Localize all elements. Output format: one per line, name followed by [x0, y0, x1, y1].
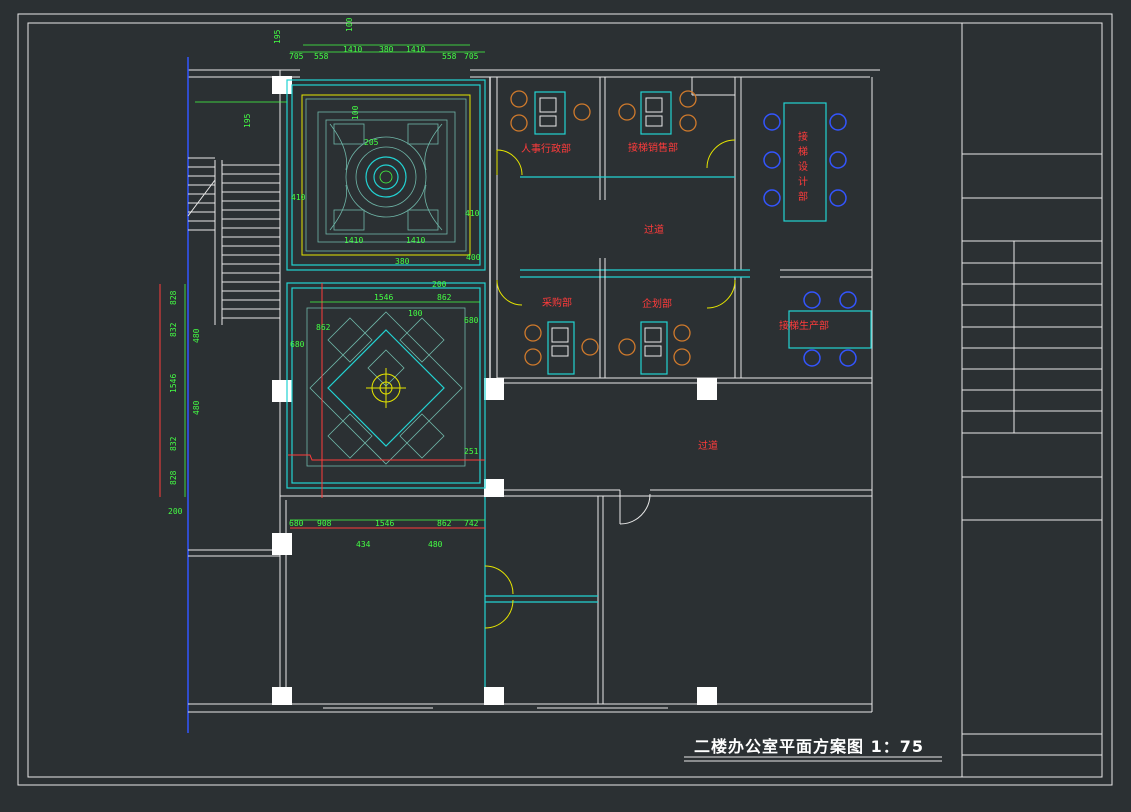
svg-text:1410: 1410: [406, 45, 425, 54]
svg-text:100: 100: [408, 309, 423, 318]
svg-text:680: 680: [464, 316, 479, 325]
svg-text:195: 195: [273, 29, 282, 44]
room-labels: 人事行政部 接梯销售部 过道 采购部 企划部 接梯生产部 过道 接梯设计部: [521, 130, 829, 452]
door-swings: [484, 139, 736, 629]
svg-text:380: 380: [395, 257, 410, 266]
svg-text:251: 251: [464, 447, 479, 456]
svg-text:832: 832: [169, 322, 178, 337]
furniture-purchase: [524, 321, 599, 375]
room-label-corridor-lower: 过道: [698, 439, 718, 452]
dimension-lines: [159, 44, 485, 529]
stair-treads: [188, 157, 280, 319]
furniture-planning: [618, 321, 691, 375]
svg-text:100: 100: [351, 105, 360, 120]
svg-text:200: 200: [168, 507, 183, 516]
svg-text:205: 205: [364, 138, 379, 147]
drawing-title-block: 二楼办公室平面方案图 1：75: [684, 737, 942, 762]
svg-text:434: 434: [356, 540, 371, 549]
building-walls: [187, 57, 880, 733]
svg-text:1410: 1410: [344, 236, 363, 245]
svg-text:1546: 1546: [375, 519, 394, 528]
interior-walls: [279, 70, 872, 704]
furniture-hr: [510, 90, 591, 135]
svg-text:705: 705: [289, 52, 304, 61]
structural-columns: [272, 76, 717, 705]
svg-text:832: 832: [169, 436, 178, 451]
room-label-corridor-upper: 过道: [644, 223, 664, 236]
svg-text:480: 480: [428, 540, 443, 549]
drawing-frame: [17, 13, 1113, 786]
svg-text:400: 400: [466, 253, 481, 262]
svg-text:1546: 1546: [374, 293, 393, 302]
room-label-hr-admin: 人事行政部: [521, 142, 571, 155]
svg-text:862: 862: [316, 323, 331, 332]
dimension-labels: 195 100 705 558 1410 380 1410 558 705 19…: [168, 17, 481, 549]
svg-text:100: 100: [345, 17, 354, 32]
svg-text:480: 480: [192, 328, 201, 343]
svg-text:828: 828: [169, 290, 178, 305]
svg-text:195: 195: [243, 113, 252, 128]
svg-text:380: 380: [379, 45, 394, 54]
room-label-purchase: 采购部: [542, 296, 572, 309]
svg-text:862: 862: [437, 293, 452, 302]
title-block: [962, 153, 1102, 756]
svg-text:1410: 1410: [343, 45, 362, 54]
svg-text:705: 705: [464, 52, 479, 61]
svg-text:200: 200: [432, 280, 447, 289]
svg-text:680: 680: [289, 519, 304, 528]
ceiling-room-upper: [286, 79, 486, 271]
room-label-planning: 企划部: [642, 297, 672, 310]
ceiling-room-lower: [286, 282, 486, 498]
svg-text:558: 558: [314, 52, 329, 61]
svg-text:862: 862: [437, 519, 452, 528]
furniture-design: [763, 102, 847, 222]
svg-text:410: 410: [465, 209, 480, 218]
room-label-design: 接梯设计部: [798, 130, 808, 203]
room-label-sales: 接梯销售部: [628, 141, 678, 154]
drawing-title: 二楼办公室平面方案图 1：75: [694, 737, 924, 756]
svg-text:1546: 1546: [169, 374, 178, 393]
furniture-production: [788, 291, 872, 367]
svg-text:480: 480: [192, 400, 201, 415]
svg-text:828: 828: [169, 470, 178, 485]
svg-text:410: 410: [291, 193, 306, 202]
svg-text:742: 742: [464, 519, 479, 528]
svg-text:908: 908: [317, 519, 332, 528]
room-label-production: 接梯生产部: [779, 319, 829, 332]
svg-text:680: 680: [290, 340, 305, 349]
svg-text:1410: 1410: [406, 236, 425, 245]
svg-text:558: 558: [442, 52, 457, 61]
furniture-sales: [618, 90, 697, 135]
